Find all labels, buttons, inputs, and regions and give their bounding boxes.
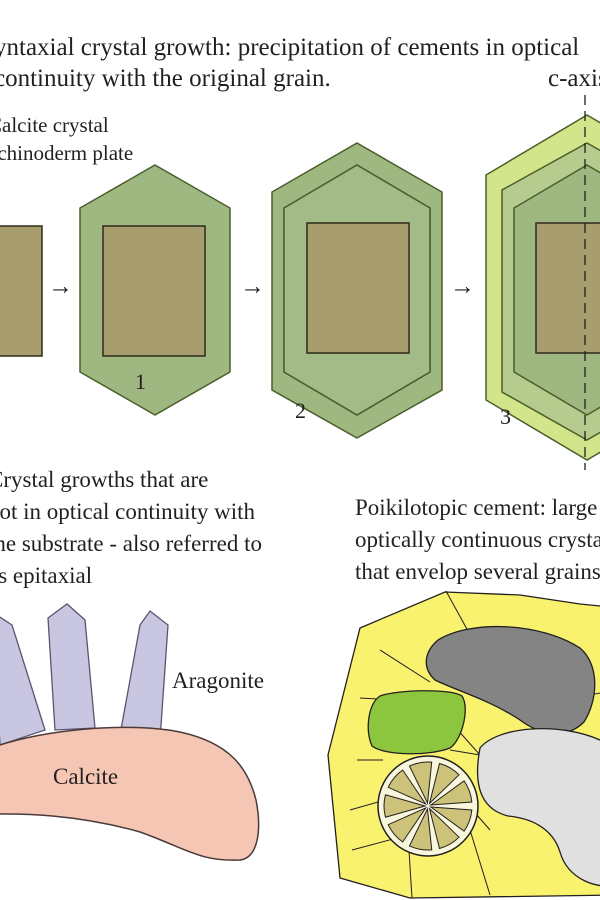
aragonite-crystal-3: [119, 610, 169, 741]
poikilotopic-text-line1: Poikilotopic cement: large: [355, 495, 597, 520]
stage-1-grain: [102, 225, 206, 357]
arrow-1: →: [48, 273, 73, 300]
epitaxial-text-line2: not in optical continuity with: [0, 499, 256, 524]
syntaxial-title-line2: continuity with the original grain.: [0, 65, 331, 92]
radial-grain-wedge: [429, 780, 473, 806]
radial-grain-wedge: [387, 769, 428, 806]
aragonite-crystals: [0, 603, 169, 746]
light-gray-grain: [476, 728, 600, 887]
green-grain: [367, 690, 466, 755]
radial-grain-wedge: [429, 806, 473, 832]
stage-3-grain: [535, 222, 600, 354]
c-axis-label: c-axis: [548, 65, 600, 92]
arrow-3: →: [450, 273, 475, 300]
poikilotopic-text-line2: optically continuous crystals: [355, 527, 600, 552]
grain-label-line1: Calcite crystal: [0, 113, 109, 137]
radial-grain-wedge: [408, 807, 433, 851]
stage-3-crystal: 3: [485, 114, 600, 461]
epitaxial-text-line4: as epitaxial: [0, 563, 92, 588]
poikilotopic-cement: [327, 590, 600, 899]
arrow-2: →: [240, 273, 265, 300]
radial-grain-segments: [383, 761, 473, 851]
poikilotopic-text-line3: that envelop several grains: [355, 559, 600, 584]
stage-2-label: 2: [295, 398, 306, 423]
stage-2-crystal: 2: [271, 142, 443, 439]
epitaxial-text-line3: the substrate - also referred to: [0, 531, 262, 556]
stage-1-label: 1: [135, 369, 146, 394]
radial-grain-wedge: [387, 806, 428, 843]
aragonite-crystal-2: [47, 603, 96, 731]
calcite-label: Calcite: [53, 764, 118, 789]
aragonite-label: Aragonite: [172, 668, 264, 693]
original-grain: [0, 225, 43, 357]
grain-label-line2: echinoderm plate: [0, 141, 133, 165]
stage-3-label: 3: [500, 404, 511, 429]
radial-grain-wedge: [428, 807, 460, 850]
radial-grain-wedge: [428, 762, 460, 805]
radial-grain-wedge: [383, 794, 427, 818]
syntaxial-title-line1: yntaxial crystal growth: precipitation o…: [0, 34, 579, 61]
stage-1-crystal: 1: [79, 164, 231, 416]
calcite-substrate: [0, 726, 260, 861]
radial-grain: [377, 755, 479, 857]
stage-2-grain: [306, 222, 410, 354]
radial-grain-wedge: [408, 761, 433, 805]
epitaxial-text-line1: Crystal growths that are: [0, 467, 208, 492]
aragonite-crystal-1: [0, 616, 46, 746]
